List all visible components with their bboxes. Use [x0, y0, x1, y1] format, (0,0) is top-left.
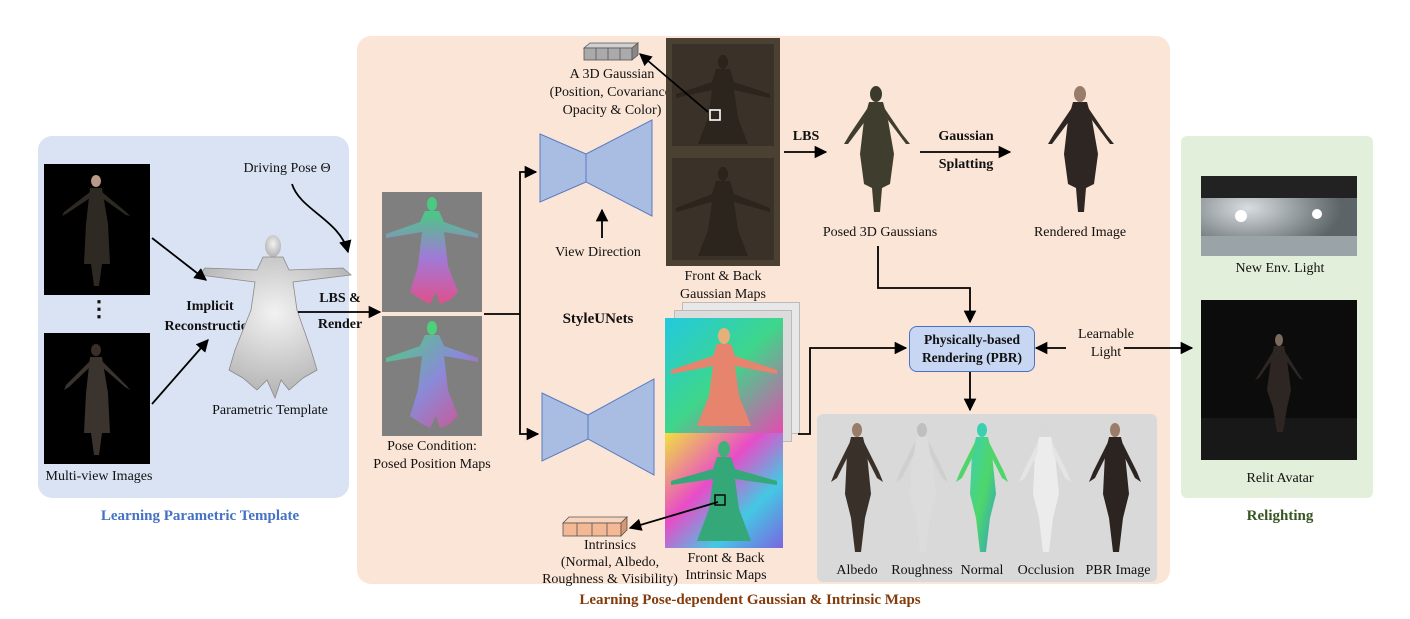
- template-section-title: Learning Parametric Template: [100, 508, 300, 524]
- new-env-light-image: [1201, 176, 1357, 256]
- front-back-intrinsic-label-1: Front & Back: [687, 551, 765, 566]
- lbs-label: LBS: [792, 129, 820, 144]
- intrinsics-desc-2: (Normal, Albedo,: [560, 555, 660, 570]
- styleunets-label: StyleUNets: [562, 311, 634, 327]
- intrinsics-desc-1: Intrinsics: [583, 538, 637, 553]
- pose-condition-label-2: Posed Position Maps: [373, 457, 491, 472]
- relighting-section-title: Relighting: [1246, 508, 1314, 524]
- gaussian-splatting-label-2: Splatting: [938, 157, 994, 172]
- normal-label: Normal: [960, 563, 1004, 578]
- occlusion-label: Occlusion: [1017, 563, 1075, 578]
- gaussian-splatting-label-1: Gaussian: [938, 129, 994, 144]
- styleunet-top: [539, 119, 653, 217]
- posed-gaussians-figure: [836, 84, 920, 220]
- maps-section-title: Learning Pose-dependent Gaussian & Intri…: [579, 592, 921, 608]
- front-intrinsic-map: [665, 318, 783, 433]
- roughness-label: Roughness: [891, 563, 953, 578]
- parametric-template-mesh: [193, 230, 358, 400]
- intrinsic-primitive-icon: [562, 516, 628, 537]
- lbs-render-label-2: Render: [317, 317, 363, 332]
- relit-avatar-image: [1201, 300, 1357, 460]
- back-intrinsic-map: [665, 433, 783, 548]
- pbr-outputs-figures: [831, 423, 1141, 552]
- pbr-label-2: Rendering (PBR): [921, 350, 1023, 365]
- back-gaussian-map: [666, 152, 780, 266]
- multiview-image-front: [44, 164, 150, 295]
- styleunet-bottom: [541, 378, 655, 476]
- front-back-gaussian-label-1: Front & Back: [684, 269, 762, 284]
- gaussian-desc-3: Opacity & Color): [562, 103, 662, 118]
- rendered-image-label: Rendered Image: [1033, 225, 1127, 240]
- driving-pose-label: Driving Pose Θ: [243, 161, 331, 176]
- gaussian-primitive-icon: [582, 42, 640, 61]
- new-env-light-label: New Env. Light: [1235, 261, 1325, 276]
- learnable-light-label-1: Learnable: [1078, 327, 1134, 342]
- learnable-light-label-2: Light: [1090, 345, 1122, 360]
- relit-avatar-label: Relit Avatar: [1246, 471, 1314, 486]
- pose-condition-label-1: Pose Condition:: [387, 439, 477, 454]
- lbs-render-label-1: LBS &: [319, 291, 361, 306]
- gaussian-desc-2: (Position, Covariance,: [549, 85, 675, 100]
- implicit-reconstruction-label-1: Implicit: [186, 299, 234, 314]
- view-direction-label: View Direction: [555, 245, 641, 260]
- implicit-reconstruction-label-2: Reconstruction: [164, 319, 256, 334]
- gaussian-desc-1: A 3D Gaussian: [569, 67, 655, 82]
- pbr-image-label: PBR Image: [1085, 563, 1151, 578]
- posed-position-map-front: [382, 192, 482, 312]
- intrinsics-desc-3: Roughness & Visibility): [542, 572, 678, 587]
- front-back-intrinsic-label-2: Intrinsic Maps: [685, 568, 767, 583]
- front-gaussian-map: [666, 38, 780, 152]
- rendered-image-figure: [1040, 84, 1124, 220]
- pbr-module: Physically-based Rendering (PBR): [909, 326, 1035, 372]
- ellipsis-dots: ⋮: [88, 296, 110, 321]
- albedo-label: Albedo: [836, 563, 878, 578]
- multiview-label: Multi-view Images: [45, 469, 153, 484]
- posed-position-map-back: [382, 316, 482, 436]
- multiview-image-back: [44, 333, 150, 464]
- parametric-template-label: Parametric Template: [212, 403, 328, 418]
- posed-gaussians-label: Posed 3D Gaussians: [822, 225, 938, 240]
- pbr-label-1: Physically-based: [923, 332, 1020, 347]
- front-back-gaussian-label-2: Gaussian Maps: [680, 287, 766, 302]
